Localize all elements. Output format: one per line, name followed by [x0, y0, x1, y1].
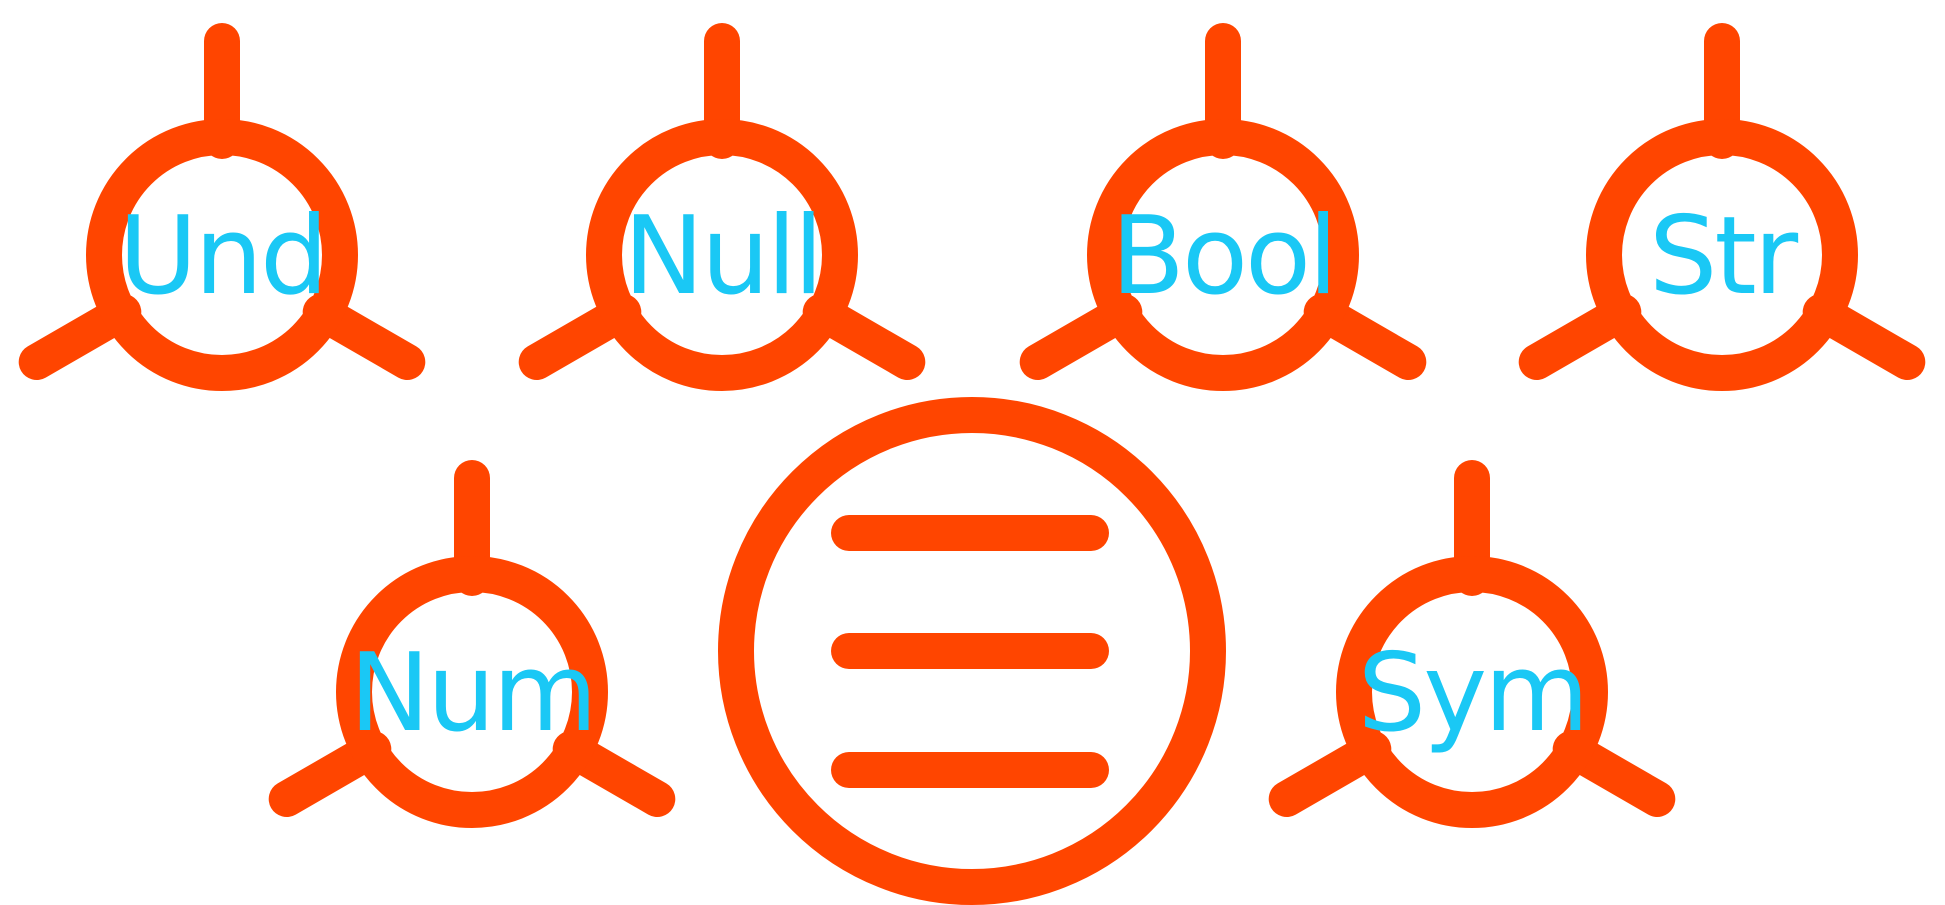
type-node-und: Und	[18, 23, 426, 391]
type-node-num: Num	[268, 460, 676, 828]
triple-bar-icon	[718, 397, 1226, 905]
node-label: Null	[623, 194, 820, 319]
node-ring	[336, 556, 608, 828]
type-node-str: Str	[1518, 23, 1926, 391]
node-label: Num	[349, 631, 594, 756]
node-label: Und	[118, 194, 325, 319]
node-label: Str	[1649, 194, 1799, 319]
node-label: Sym	[1358, 631, 1587, 756]
equality-ring	[718, 397, 1226, 905]
node-ring	[1336, 556, 1608, 828]
node-ring	[1586, 119, 1858, 391]
type-node-null: Null	[518, 23, 926, 391]
node-label: Bool	[1111, 194, 1335, 319]
node-ring	[1087, 119, 1359, 391]
type-node-sym: Sym	[1268, 460, 1676, 828]
node-ring	[586, 119, 858, 391]
type-node-bool: Bool	[1019, 23, 1427, 391]
node-ring	[86, 119, 358, 391]
